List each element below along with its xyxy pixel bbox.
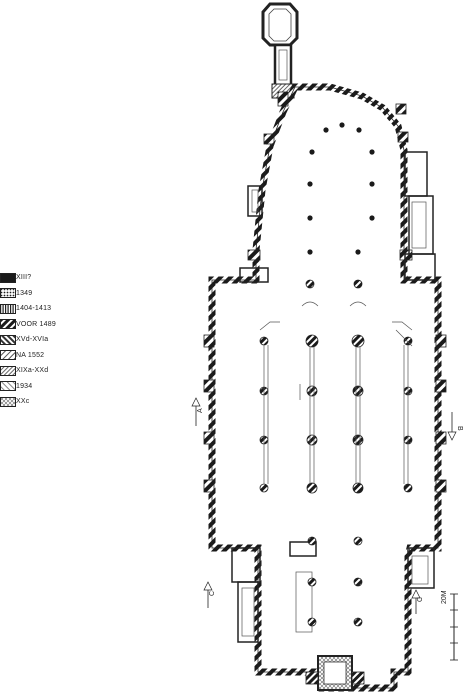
legend-item: 1404-1413	[0, 301, 90, 317]
section-mark-a: A	[191, 397, 204, 426]
legend-item: NA 1552	[0, 348, 90, 364]
legend-swatch-hatch-light	[0, 350, 16, 361]
legend-swatch-dots	[0, 288, 16, 299]
legend: XIII? 1349 1404-1413 VOOR 1489 XVd-XVIa …	[0, 270, 90, 410]
legend-swatch-vlines	[0, 303, 16, 314]
legend-item: XIXa-XXd	[0, 363, 90, 379]
legend-item: XXc	[0, 394, 90, 410]
legend-swatch-solid	[0, 272, 16, 283]
section-mark-c-left: C	[203, 581, 216, 608]
legend-item: 1934	[0, 379, 90, 395]
annex-rooms	[231, 151, 436, 643]
section-mark-b: B	[447, 412, 463, 441]
legend-label: 1404-1413	[16, 305, 52, 313]
legend-label: XVd-XVIa	[16, 336, 49, 344]
section-label-c-left: C	[209, 591, 216, 596]
legend-label: XIXa-XXd	[16, 367, 49, 375]
legend-label: 1349	[16, 289, 33, 297]
legend-label: NA 1552	[16, 351, 45, 359]
section-label-c-right: C	[417, 597, 424, 602]
legend-swatch-hatch-heavy	[0, 319, 16, 330]
arcade-lines	[259, 301, 413, 484]
buttresses	[203, 91, 447, 493]
legend-label: XXc	[16, 398, 30, 406]
legend-swatch-hatch-mid	[0, 334, 16, 345]
scale-label: 20M	[441, 590, 448, 604]
legend-item: XVd-XVIa	[0, 332, 90, 348]
legend-swatch-hatch-faint	[0, 381, 16, 392]
section-label-a: A	[197, 408, 204, 413]
legend-label: VOOR 1489	[16, 320, 56, 328]
nave-piers	[259, 279, 413, 627]
legend-item: 1349	[0, 286, 90, 302]
legend-label: 1934	[16, 382, 33, 390]
legend-swatch-cross	[0, 396, 16, 407]
legend-swatch-hatch-fine	[0, 365, 16, 376]
west-porch	[305, 655, 365, 691]
section-mark-c-right: C	[411, 589, 424, 614]
legend-label: XIII?	[16, 274, 32, 282]
legend-item: XIII?	[0, 270, 90, 286]
annex-details	[241, 189, 429, 637]
legend-item: VOOR 1489	[0, 317, 90, 333]
choir-columns	[307, 122, 375, 255]
section-label-b: B	[456, 426, 463, 431]
tower	[261, 2, 299, 99]
scale-bar: 20M	[441, 590, 458, 661]
